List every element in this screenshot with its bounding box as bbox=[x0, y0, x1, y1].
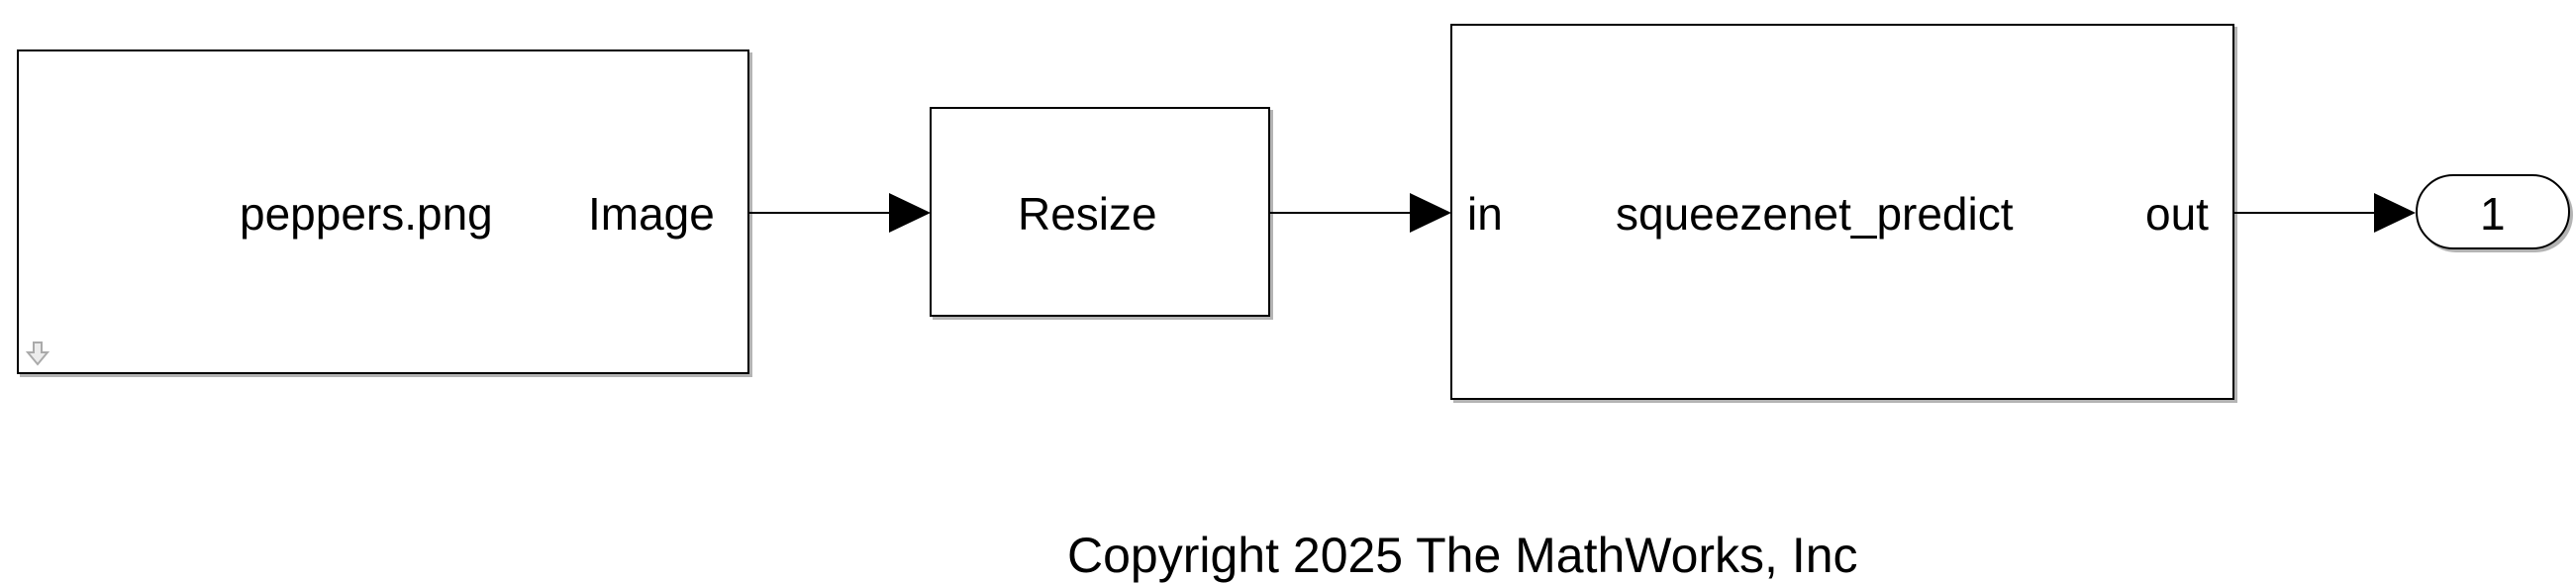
outport-number-label: 1 bbox=[2480, 188, 2506, 240]
image-source-label: peppers.png bbox=[240, 188, 493, 240]
signal-line-predict-to-outport[interactable] bbox=[2234, 212, 2377, 214]
image-source-output-port-label: Image bbox=[588, 188, 715, 240]
squeezenet-predict-block[interactable] bbox=[1450, 24, 2234, 400]
predict-output-port-label: out bbox=[2145, 188, 2209, 240]
signal-arrow-resize-to-predict bbox=[1410, 193, 1451, 233]
copyright-annotation: Copyright 2025 The MathWorks, Inc bbox=[1067, 528, 1858, 583]
predict-input-port-label: in bbox=[1467, 188, 1503, 240]
squeezenet-predict-label: squeezenet_predict bbox=[1616, 188, 2014, 240]
outport-block[interactable] bbox=[2416, 174, 2570, 249]
image-source-block[interactable] bbox=[17, 49, 749, 374]
resize-block[interactable] bbox=[930, 107, 1270, 317]
signal-line-resize-to-predict[interactable] bbox=[1270, 212, 1413, 214]
signal-arrow-predict-to-outport bbox=[2374, 193, 2416, 233]
down-arrow-icon bbox=[26, 341, 50, 366]
resize-block-label: Resize bbox=[1018, 188, 1157, 240]
signal-arrow-image-to-resize bbox=[889, 193, 931, 233]
signal-line-image-to-resize[interactable] bbox=[749, 212, 892, 214]
